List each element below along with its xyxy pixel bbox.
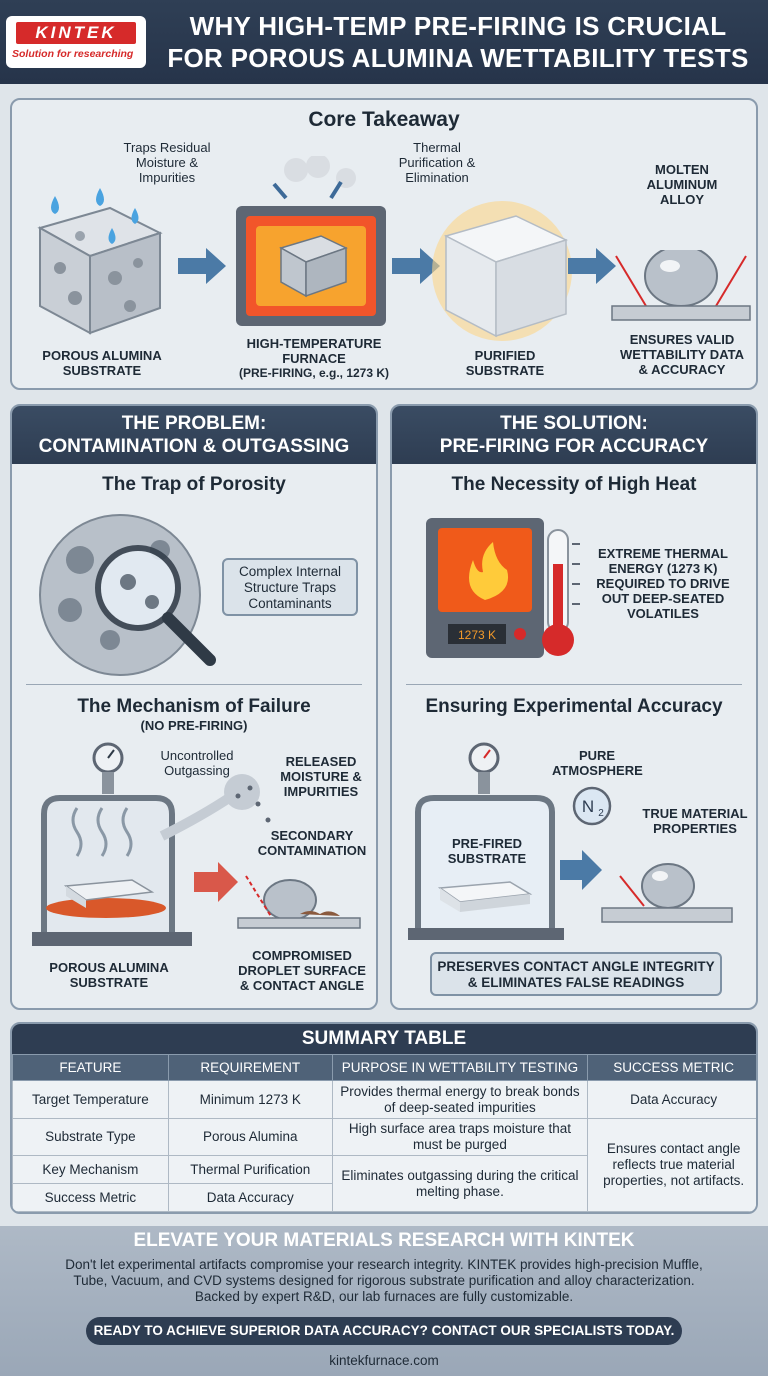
porous-substrate-label: POROUS ALUMINA SUBSTRATE [49, 960, 169, 990]
table-header-row: FEATURE REQUIREMENT PURPOSE IN WETTABILI… [12, 1054, 756, 1081]
table-cell: Key Mechanism [12, 1155, 169, 1184]
accuracy-title: Ensuring Experimental Accuracy [425, 696, 723, 717]
trap-callout: Complex Internal Structure Traps Contami… [222, 558, 358, 616]
furnace-icon [236, 156, 386, 326]
purified-cube-icon [432, 201, 572, 341]
mechanism-subtitle: (NO PRE-FIRING) [140, 718, 248, 733]
solution-heading: THE SOLUTION: PRE-FIRING FOR ACCURACY [392, 406, 756, 464]
traps-label: Traps Residual Moisture & Impurities [123, 140, 211, 185]
table-cell: High surface area traps moisture that mu… [331, 1118, 589, 1156]
table-cell: Substrate Type [12, 1118, 169, 1156]
col-header: PURPOSE IN WETTABILITY TESTING [331, 1054, 589, 1081]
heat-text: EXTREME THERMAL ENERGY (1273 K) REQUIRED… [596, 546, 730, 621]
summary-title: SUMMARY TABLE [12, 1024, 756, 1054]
table-cell: Data Accuracy [167, 1183, 333, 1212]
logo-tagline: Solution for researching [12, 48, 134, 60]
thermal-label: Thermal Purification & Elimination [398, 140, 476, 185]
mechanism-title: The Mechanism of Failure [77, 696, 311, 717]
molten-label: MOLTEN ALUMINUM ALLOY [646, 162, 718, 207]
true-properties-label: TRUE MATERIAL PROPERTIES [642, 806, 748, 836]
table-row: Substrate Type Porous Alumina High surfa… [12, 1118, 756, 1212]
ensures-label: ENSURES VALID WETTABILITY DATA & ACCURAC… [620, 332, 744, 377]
col-header: SUCCESS METRIC [587, 1054, 756, 1081]
col-header: FEATURE [12, 1054, 169, 1081]
table-row: Target Temperature Minimum 1273 K Provid… [12, 1080, 756, 1119]
secondary-label: SECONDARY CONTAMINATION [257, 828, 367, 858]
porous-substrate-label: POROUS ALUMINA SUBSTRATE [42, 348, 162, 378]
furnace-thermometer-icon: 1273 K [426, 518, 580, 658]
table-cell: Success Metric [12, 1183, 169, 1212]
summary-panel: SUMMARY TABLE FEATURE REQUIREMENT PURPOS… [10, 1022, 758, 1214]
footer-body: Don't let experimental artifacts comprom… [65, 1257, 703, 1304]
core-takeaway-panel: Core Takeaway Traps Residual Moisture & … [10, 98, 758, 390]
footer-banner: ELEVATE YOUR MATERIALS RESEARCH WITH KIN… [0, 1226, 768, 1376]
arrow-right-icon [568, 248, 616, 284]
kintek-logo[interactable]: KINTEK Solution for researching [6, 16, 146, 68]
table-cell: Porous Alumina [167, 1118, 333, 1156]
pure-atmosphere-label: PURE ATMOSPHERE [552, 748, 643, 778]
summary-table: FEATURE REQUIREMENT PURPOSE IN WETTABILI… [12, 1054, 757, 1212]
uncontrolled-label: Uncontrolled Outgassing [160, 748, 234, 778]
droplet-icon [611, 250, 751, 321]
magnifier-pores-icon [39, 514, 216, 676]
divider [26, 684, 362, 685]
trap-title: The Trap of Porosity [102, 474, 286, 495]
table-row: Key Mechanism Thermal Purification Elimi… [12, 1155, 757, 1212]
compromised-label: COMPROMISED DROPLET SURFACE & CONTACT AN… [238, 948, 366, 993]
core-title: Core Takeaway [308, 108, 460, 131]
table-cell: Provides thermal energy to break bonds o… [331, 1080, 589, 1119]
arrow-right-icon [392, 248, 440, 284]
table-cell: Data Accuracy [587, 1080, 756, 1119]
table-cell: Eliminates outgassing during the critica… [331, 1155, 589, 1212]
table-cell: Minimum 1273 K [167, 1080, 333, 1119]
col-header: REQUIREMENT [167, 1054, 333, 1081]
prefired-label: PRE-FIRED SUBSTRATE [447, 836, 527, 866]
released-label: RELEASED MOISTURE & IMPURITIES [280, 754, 362, 799]
divider [406, 684, 742, 685]
footer-title: ELEVATE YOUR MATERIALS RESEARCH WITH KIN… [133, 1230, 635, 1251]
header-banner: KINTEK Solution for researching WHY HIGH… [0, 0, 768, 84]
problem-panel: THE PROBLEM: CONTAMINATION & OUTGASSING … [10, 404, 378, 1010]
table-cell: Ensures contact angle reflects true mate… [587, 1118, 756, 1212]
arrow-right-icon [178, 248, 226, 284]
chamber-accuracy-icon: N 2 [408, 742, 733, 940]
n2-subscript: 2 [598, 808, 604, 819]
chamber-failure-icon [32, 742, 361, 946]
furnace-display: 1273 K [458, 628, 496, 642]
heat-title: The Necessity of High Heat [451, 474, 697, 495]
table-cell: Target Temperature [12, 1080, 169, 1119]
n2-symbol: N [582, 797, 594, 816]
porous-cube-icon [37, 188, 163, 335]
contact-cta-button[interactable]: READY TO ACHIEVE SUPERIOR DATA ACCURACY?… [86, 1317, 682, 1345]
table-row: Success Metric Data Accuracy [12, 1183, 757, 1212]
purified-label: PURIFIED SUBSTRATE [465, 348, 545, 378]
solution-panel: THE SOLUTION: PRE-FIRING FOR ACCURACY Th… [390, 404, 758, 1010]
logo-word: KINTEK [16, 22, 136, 44]
preserves-callout: PRESERVES CONTACT ANGLE INTEGRITY & ELIM… [430, 952, 722, 996]
page-title: WHY HIGH-TEMP PRE-FIRING IS CRUCIAL FOR … [167, 11, 749, 73]
furnace-label: HIGH-TEMPERATURE FURNACE (PRE-FIRING, e.… [238, 336, 390, 380]
website-link[interactable]: kintekfurnace.com [329, 1353, 439, 1368]
table-cell: Thermal Purification [167, 1155, 333, 1184]
problem-heading: THE PROBLEM: CONTAMINATION & OUTGASSING [12, 406, 376, 464]
